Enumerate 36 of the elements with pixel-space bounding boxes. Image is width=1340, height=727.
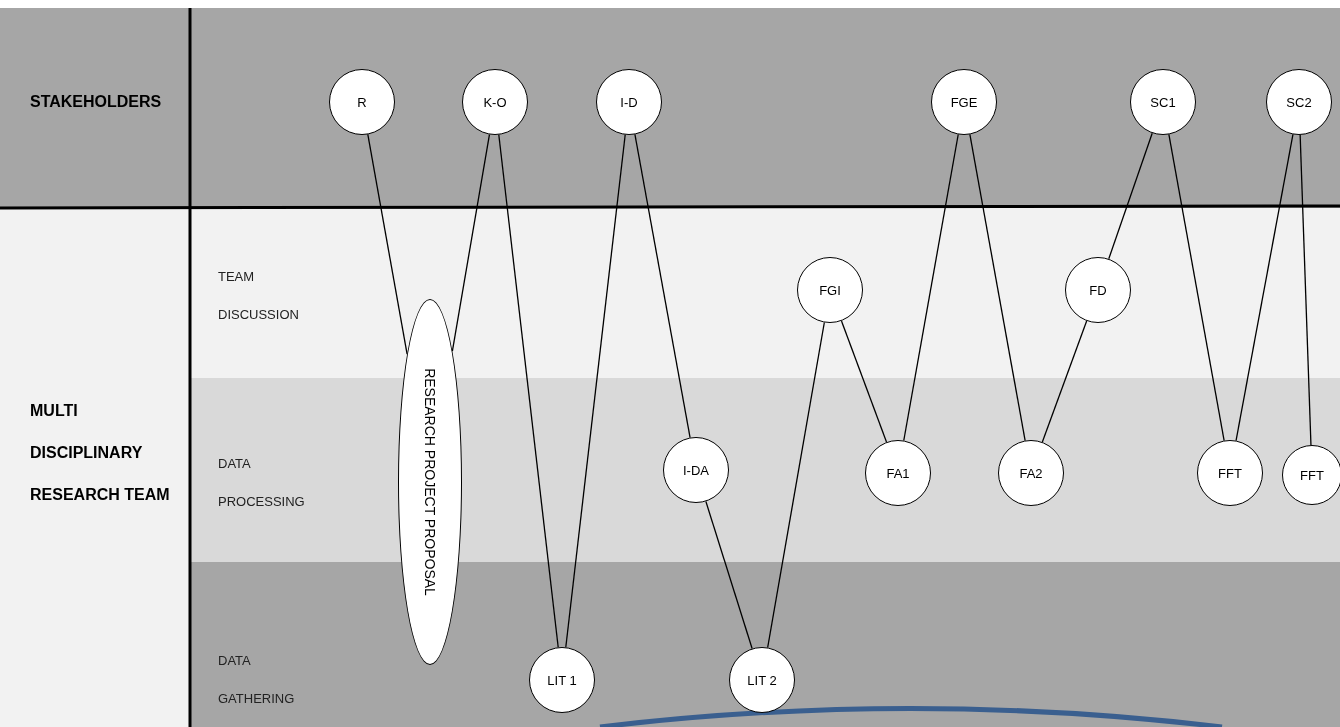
connector-line [451,133,491,352]
connector-line [903,133,959,442]
row-label: DATA GATHERING [218,652,296,708]
node-label: FA2 [1019,465,1043,481]
node-label: SC1 [1150,94,1176,110]
connector-line [705,500,753,650]
connector-line [840,320,888,443]
connector-line [767,321,825,649]
connector-line [565,134,626,648]
connector-line [1299,134,1312,446]
node-label: SC2 [1286,94,1312,110]
node-label: FGI [819,282,841,298]
node-label: K-O [483,94,507,110]
connector-line [1108,132,1153,260]
node-label: R [357,94,367,110]
connector-line [1168,133,1225,442]
node-label: RESEARCH PROJECT PROPOSAL [422,368,438,596]
connector-line [1041,320,1088,443]
row-label: TEAM DISCUSSION [218,268,300,324]
connector-line [498,134,559,648]
connector-line [634,133,691,439]
row-label: STAKEHOLDERS [30,92,163,112]
node-label: LIT 1 [547,672,577,688]
node-label: FA1 [886,465,910,481]
node-label: FFT [1300,467,1324,483]
node-label: I-DA [683,462,709,478]
node-label: I-D [620,94,638,110]
connector-line [1235,133,1294,442]
row-label: DATA PROCESSING [218,455,306,511]
connector-line [969,133,1026,442]
row-label: MULTI DISCIPLINARY RESEARCH TEAM [30,401,171,505]
node-label: LIT 2 [747,672,777,688]
node-label: FFT [1218,465,1242,481]
node-label: FGE [950,94,978,110]
connector-line [367,133,408,355]
node-label: FD [1089,282,1107,298]
